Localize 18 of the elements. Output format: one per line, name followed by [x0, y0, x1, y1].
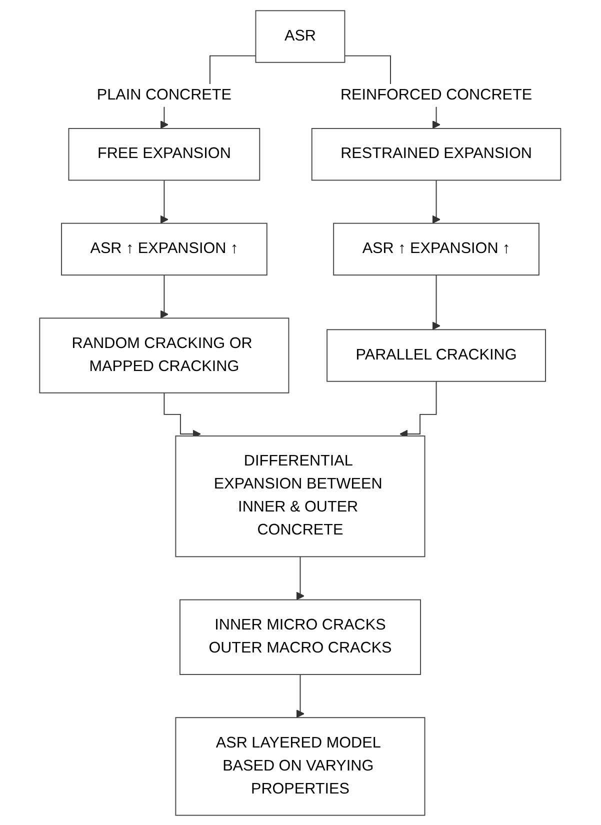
arrow — [296, 556, 305, 600]
edge-label: PLAIN CONCRETE — [97, 86, 232, 103]
node-box: ASR — [256, 10, 346, 62]
arrow — [160, 179, 169, 224]
node-box: RESTRAINED EXPANSION — [312, 128, 562, 180]
node-box: RANDOM CRACKING OR MAPPED CRACKING — [40, 317, 290, 393]
node-box: PARALLEL CRACKING — [326, 328, 546, 382]
arrow — [296, 674, 305, 718]
node-box: ASR LAYERED MODEL BASED ON VARYING PROPERTIES — [176, 716, 426, 816]
node-box: ASR ↑ EXPANSION ↑ — [333, 222, 540, 276]
arrow — [432, 274, 441, 330]
arrow — [160, 274, 169, 318]
node-box: FREE EXPANSION — [68, 128, 260, 180]
arrow — [432, 179, 441, 224]
node-box: ASR ↑ EXPANSION ↑ — [61, 222, 268, 276]
node-box: INNER MICRO CRACKS OUTER MACRO CRACKS — [180, 598, 422, 674]
edge-label: REINFORCED CONCRETE — [340, 86, 532, 103]
node-box: DIFFERENTIAL EXPANSION BETWEEN INNER & OUTER CONCRETE — [176, 435, 426, 557]
